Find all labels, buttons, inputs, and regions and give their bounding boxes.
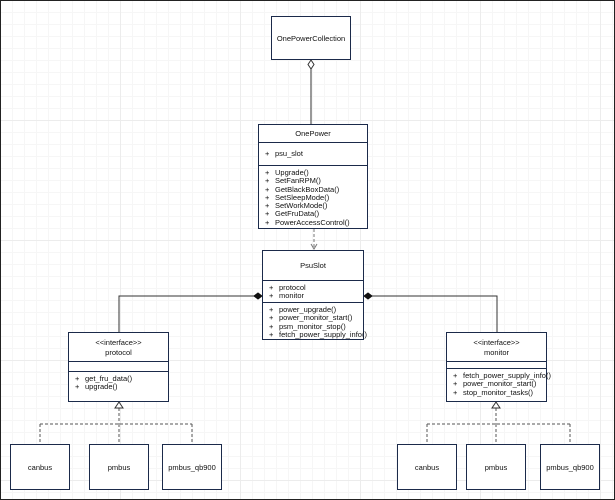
class-name: pmbus: [107, 462, 131, 472]
onepower-class[interactable]: OnePower +psu_slot +Upgrade() +SetFanRPM…: [258, 124, 368, 229]
dependency-arrowhead: [310, 243, 318, 250]
method-row: +fetch_power_supply_info(): [453, 371, 551, 380]
attribute-row: +psu_slot: [265, 149, 303, 158]
methods-section: +Upgrade() +SetFanRPM() +GetBlackBoxData…: [259, 165, 367, 227]
attributes-section: [447, 361, 546, 368]
methods-section: +power_upgrade() +power_monitor_start() …: [263, 302, 367, 339]
method-row: +Upgrade(): [265, 168, 309, 177]
attribute-row: +protocol: [269, 283, 306, 292]
attribute-row: +monitor: [269, 291, 305, 301]
attributes-section: +psu_slot: [259, 142, 367, 165]
attributes-section: [69, 361, 168, 371]
methods-section: +get_fru_data() +upgrade(): [69, 371, 168, 392]
class-name: pmbus: [484, 462, 508, 472]
method-row: +PowerAccessControl(): [265, 217, 350, 227]
protocol-interface[interactable]: <<interface>> protocol +get_fru_data() +…: [68, 332, 169, 402]
impl-class-right-pmbus[interactable]: pmbus: [466, 444, 526, 490]
method-row: +get_fru_data(): [75, 374, 133, 383]
class-name: OnePower: [295, 129, 331, 138]
method-row: +GetBlackBoxData(): [265, 184, 340, 194]
method-row: +upgrade(): [75, 382, 118, 392]
methods-section: +fetch_power_supply_info() +power_monito…: [447, 368, 551, 397]
method-row: +stop_monitor_tasks(): [453, 387, 534, 397]
realization-right: [426, 401, 571, 444]
class-name: pmbus_qb900: [546, 462, 594, 472]
aggregation-diamond: [307, 59, 315, 70]
method-row: +SetFanRPM(): [265, 176, 321, 186]
method-row: +fetch_power_supply_info(): [269, 329, 367, 339]
method-row: +power_upgrade(): [269, 305, 337, 314]
interface-header: <<interface>> protocol: [69, 333, 168, 361]
impl-class-left-pmbus[interactable]: pmbus: [89, 444, 149, 490]
composition-line-monitor: [372, 295, 498, 332]
class-name: monitor: [483, 348, 509, 357]
class-name: canbus: [27, 462, 53, 472]
method-row: +power_monitor_start(): [453, 379, 537, 389]
composition-line-protocol: [118, 295, 254, 332]
psuslot-class[interactable]: PsuSlot +protocol +monitor +power_upgrad…: [262, 250, 367, 340]
class-name: protocol: [105, 348, 132, 357]
impl-class-right-pmbus-qb900[interactable]: pmbus_qb900: [540, 444, 600, 490]
class-name: OnePowerCollection: [276, 33, 346, 43]
method-row: +SetWorkMode(): [265, 201, 328, 211]
method-row: +power_monitor_start(): [269, 313, 353, 323]
method-row: +SetSleepMode(): [265, 192, 330, 202]
class-name: pmbus_qb900: [168, 462, 216, 472]
monitor-interface[interactable]: <<interface>> monitor +fetch_power_suppl…: [446, 332, 551, 402]
onepowercollection-class[interactable]: OnePowerCollection: [271, 16, 351, 60]
composition-diamond-protocol: [253, 292, 263, 300]
composition-diamond-monitor: [363, 292, 373, 300]
impl-class-left-pmbus-qb900[interactable]: pmbus_qb900: [162, 444, 222, 490]
stereotype-label: <<interface>>: [473, 338, 520, 347]
attributes-section: +protocol +monitor: [263, 280, 363, 302]
method-row: +GetFruData(): [265, 209, 320, 219]
class-name: PsuSlot: [300, 261, 326, 270]
stereotype-label: <<interface>>: [95, 338, 142, 347]
class-name: canbus: [414, 462, 440, 472]
impl-class-right-canbus[interactable]: canbus: [397, 444, 457, 490]
realization-left: [39, 401, 193, 444]
method-row: +psm_monitor_stop(): [269, 321, 346, 331]
interface-header: <<interface>> monitor: [447, 333, 546, 361]
impl-class-left-canbus[interactable]: canbus: [10, 444, 70, 490]
